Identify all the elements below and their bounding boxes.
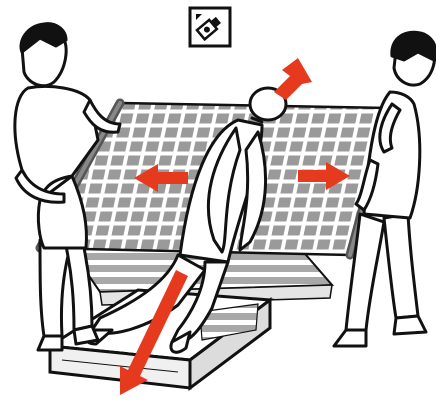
- arrow-up: [274, 58, 312, 100]
- ir-camera-icon: [190, 8, 230, 46]
